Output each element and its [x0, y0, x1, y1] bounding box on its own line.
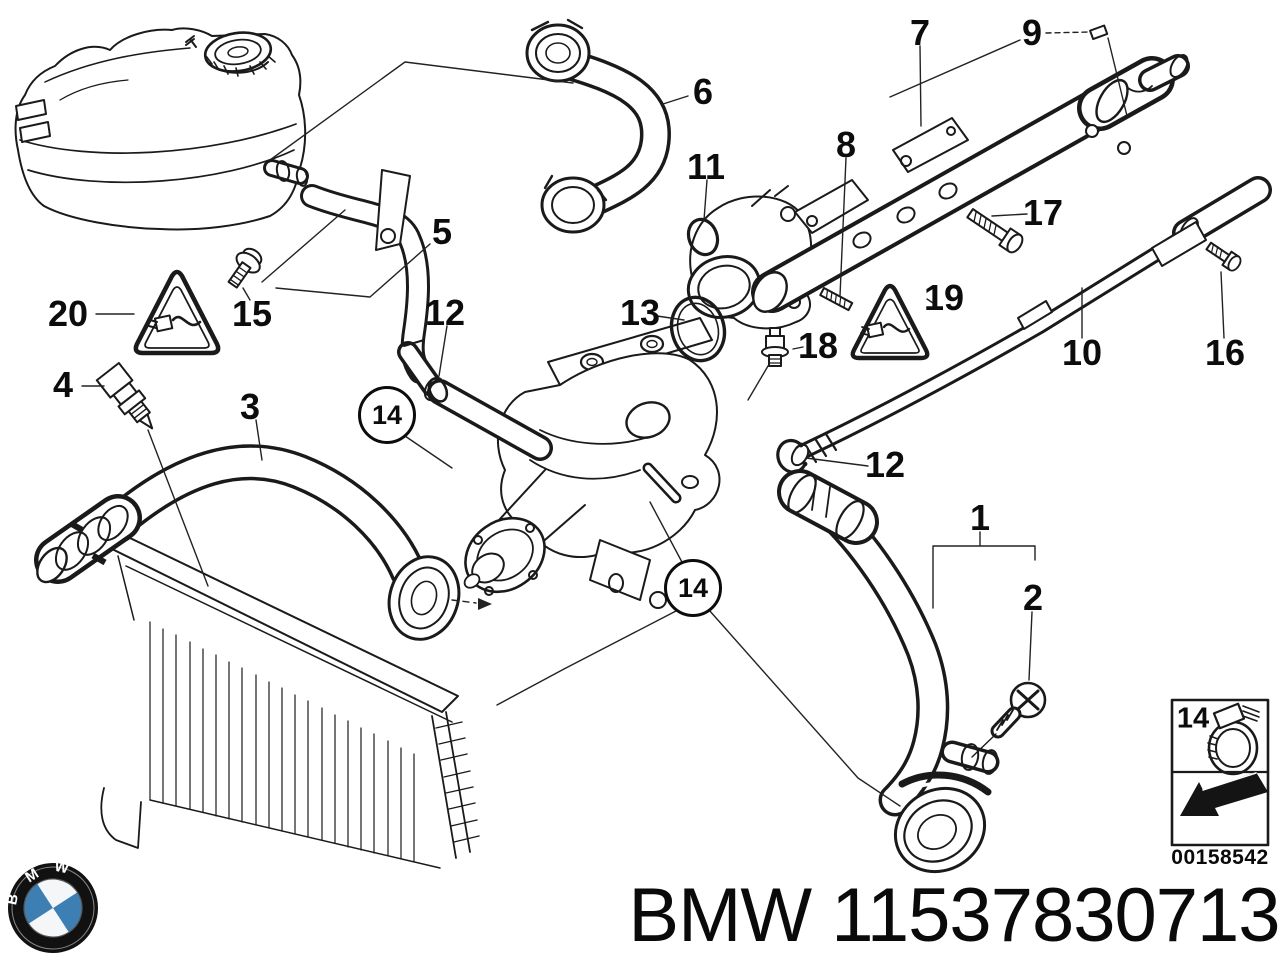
o-ring-11: [686, 217, 720, 257]
callout-14-circled-right: 14: [664, 559, 722, 617]
callout-7: 7: [909, 12, 931, 53]
vent-hose-5: [300, 169, 445, 402]
callout-8: 8: [835, 124, 857, 165]
expansion-tank-cap: [203, 31, 276, 77]
direction-arrow-icon: [1180, 772, 1268, 816]
legend-box: [1170, 698, 1270, 847]
callout-19: 19: [923, 277, 965, 318]
warning-triangle-icon: [133, 269, 221, 356]
coolant-hose-6: [525, 18, 671, 234]
legend-item-number: 14: [1176, 702, 1210, 735]
callout-1: 1: [969, 497, 991, 538]
callout-9: 9: [1021, 12, 1043, 53]
bolt-16: [1205, 241, 1242, 272]
callout-16: 16: [1204, 332, 1246, 373]
callout-12-left: 12: [424, 292, 466, 333]
o-ring-12-left: [427, 377, 449, 403]
callout-18: 18: [797, 325, 839, 366]
bolt-17: [966, 208, 1024, 254]
part-number-title: BMW 11537830713: [628, 873, 1280, 958]
warning-triangle-icon: [850, 283, 930, 361]
snap-ring-12-right: [776, 438, 808, 474]
callout-10: 10: [1061, 332, 1103, 373]
callout-6: 6: [692, 71, 714, 112]
expansion-tank: [14, 27, 309, 231]
temp-sensor-18: [761, 327, 789, 367]
clip-9: [1089, 24, 1109, 41]
svg-text:B: B: [3, 892, 22, 906]
coolant-hose-1: [777, 469, 1000, 874]
callout-14-circled-left: 14: [358, 386, 416, 444]
screw-2: [971, 681, 1047, 758]
callout-17: 17: [1022, 192, 1064, 233]
temp-sensor-4: [95, 362, 154, 430]
callout-3: 3: [239, 386, 261, 427]
callout-4: 4: [52, 364, 74, 405]
catalog-image-code: 00158542: [1171, 846, 1269, 869]
return-pipe-10: [790, 176, 1272, 467]
svg-text:W: W: [53, 858, 71, 878]
bmw-logo: B M W: [3, 858, 98, 953]
hose-clamp-icon: [1207, 702, 1260, 776]
callout-20: 20: [47, 293, 89, 334]
bolt-15: [227, 247, 263, 289]
callout-13: 13: [619, 292, 661, 333]
coolant-pipe-7: [751, 54, 1190, 313]
callout-2: 2: [1022, 577, 1044, 618]
stud-8: [819, 287, 854, 312]
leader-lines: [81, 31, 1225, 807]
callout-15: 15: [231, 293, 273, 334]
gasket-13: [669, 295, 727, 363]
callout-11: 11: [686, 146, 726, 187]
callout-5: 5: [431, 211, 453, 252]
radiator-hose-3: [34, 444, 461, 641]
callout-12-right: 12: [864, 444, 906, 485]
